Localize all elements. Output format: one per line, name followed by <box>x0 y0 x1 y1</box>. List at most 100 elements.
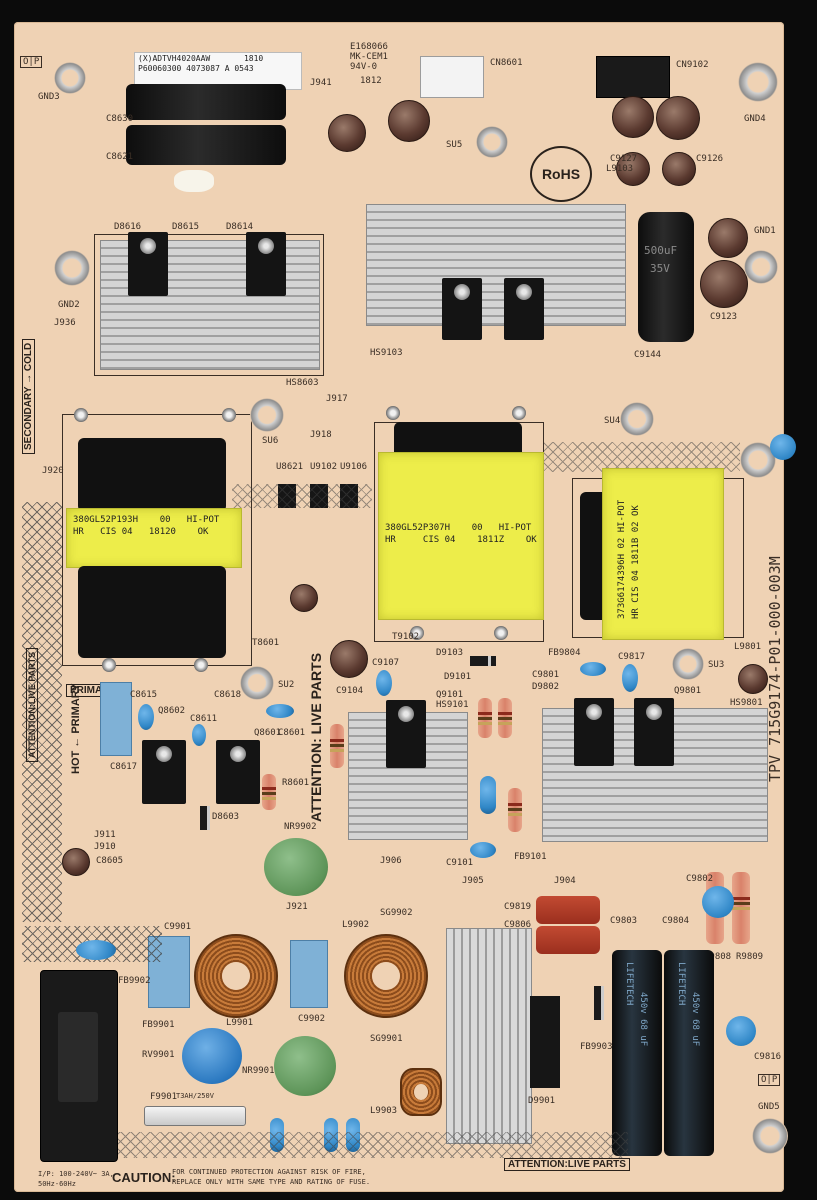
label-c9901: C9901 <box>164 922 192 932</box>
transformer-core-t8601-bottom <box>78 566 226 658</box>
ceramic-cap-c9101 <box>470 842 496 858</box>
label-t8601: T8601 <box>252 638 280 648</box>
ceramic-cap-c8601 <box>266 704 294 718</box>
bulk-cap-brand-1: LIFETECH <box>624 962 634 1006</box>
label-c9144: C9144 <box>634 350 662 360</box>
label-r8601: R8601 <box>282 778 310 788</box>
ceramic-cap-c9816 <box>726 1016 756 1046</box>
label-j904: J904 <box>554 876 576 886</box>
mount-su6 <box>250 398 284 432</box>
capacitor-c8621 <box>126 125 286 165</box>
label-c9101: C9101 <box>446 858 474 868</box>
label-r9809: R9809 <box>736 952 764 962</box>
isolation-hatch-2 <box>544 442 740 472</box>
label-su6: SU6 <box>262 436 279 446</box>
label-q8601: Q8601 <box>254 728 282 738</box>
bulk-capacitor-c9803 <box>612 950 662 1156</box>
capacitor-c9819 <box>536 896 600 924</box>
label-j917: J917 <box>326 394 348 404</box>
bulk-cap-text-2: 450v 68 uF <box>690 992 700 1047</box>
pad-t9102-3 <box>410 626 424 640</box>
transistor-d8614 <box>246 232 286 296</box>
label-hs9103: HS9103 <box>370 348 403 358</box>
capacitor-c9144 <box>638 212 694 342</box>
outline-t8601 <box>62 414 252 666</box>
label-caution-title: CAUTION: <box>112 1170 176 1185</box>
capacitor-c9123-a <box>708 218 748 258</box>
transistor-hs9103-b <box>504 278 544 340</box>
bridge-rectifier-d9901 <box>530 996 560 1088</box>
connector-cn8601[interactable] <box>420 56 484 98</box>
capacitor-small-brown <box>328 114 366 152</box>
choke-l9901 <box>194 934 278 1018</box>
label-c8615: C8615 <box>130 690 158 700</box>
isolation-hatch-left <box>22 502 62 922</box>
diode-d8603 <box>200 806 210 830</box>
label-hs8603: HS8603 <box>286 378 319 388</box>
label-r9808: R9808 <box>704 952 732 962</box>
label-l9103: L9103 <box>606 164 634 174</box>
label-t9102: T9102 <box>392 632 420 642</box>
label-c9817: C9817 <box>618 652 646 662</box>
pad-t9102-4 <box>494 626 508 640</box>
connector-cn9102[interactable] <box>596 56 670 98</box>
label-d8616: D8616 <box>114 222 142 232</box>
resistor-r8601 <box>262 774 276 810</box>
label-d9103: D9103 <box>436 648 464 658</box>
label-q8602: Q8602 <box>158 706 186 716</box>
label-c9816: C9816 <box>754 1052 782 1062</box>
label-gnd4: GND4 <box>744 114 766 124</box>
label-j918: J918 <box>310 430 332 440</box>
capacitor-c8605 <box>62 848 90 876</box>
label-l9901: L9901 <box>226 1018 254 1028</box>
resistor-r9101 <box>478 698 492 738</box>
label-c9126: C9126 <box>696 154 724 164</box>
label-sg9901: SG9901 <box>370 1034 403 1044</box>
transistor-hs9103-a <box>442 278 482 340</box>
label-input-rating-2: 50Hz-60Hz <box>38 1180 76 1188</box>
t9102-label-1: 380GL52P307H 00 HI-POT <box>385 523 532 533</box>
label-input-rating-1: I/P: 100-240V~ 3A, <box>38 1170 114 1178</box>
label-caution-text-1: FOR CONTINUED PROTECTION AGAINST RISK OF… <box>172 1168 366 1176</box>
heatsink-hs9103 <box>366 204 626 326</box>
label-j941: J941 <box>310 78 332 88</box>
label-j910: J910 <box>94 842 116 852</box>
diode-fb9903 <box>594 986 604 1020</box>
label-d8615: D8615 <box>172 222 200 232</box>
label-c9144-text-1: 500uF <box>644 244 678 257</box>
transformer-core-t8601-top <box>78 438 226 512</box>
mount-su5 <box>476 126 508 158</box>
white-residue <box>174 170 214 192</box>
mount-su4 <box>620 402 654 436</box>
label-fb9901: FB9901 <box>142 1020 175 1030</box>
label-cn8601: CN8601 <box>490 58 523 68</box>
label-secondary-cold: SECONDARY → COLD <box>22 338 35 454</box>
l9801-label-1: 373G6174396H 02 HI-POT <box>617 499 627 619</box>
transistor-hs9801-a <box>574 698 614 766</box>
mount-gnd2 <box>54 250 90 286</box>
label-d9101: D9101 <box>444 672 472 682</box>
outline-hs8603 <box>94 234 324 376</box>
label-cert-line2: MK-CEM1 <box>350 52 388 62</box>
mount-gnd3 <box>54 62 86 94</box>
resistor-left-hs9101 <box>330 724 344 768</box>
capacitor-small-2 <box>662 152 696 186</box>
ceramic-cap-c8611 <box>192 724 206 746</box>
label-c8621: C8621 <box>106 152 134 162</box>
label-fb9804: FB9804 <box>548 648 581 658</box>
transistor-d8616 <box>128 232 168 296</box>
t9102-label-2: HR CIS 04 1811Z OK <box>385 535 537 545</box>
transistor-q8601 <box>216 740 260 804</box>
pad-t9102-2 <box>512 406 526 420</box>
ceramic-cap-c9102 <box>480 776 496 814</box>
label-q9101: Q9101 <box>436 690 464 700</box>
label-su2: SU2 <box>278 680 295 690</box>
thermistor-nr9902 <box>264 838 328 896</box>
fuse-f9901 <box>144 1106 246 1126</box>
ac-connector-slot <box>58 1012 98 1102</box>
label-c9107: C9107 <box>372 658 400 668</box>
label-j911: J911 <box>94 830 116 840</box>
mount-gnd4 <box>738 62 778 102</box>
label-oip-top: O|P <box>20 56 43 68</box>
label-hs9101: HS9101 <box>436 700 469 710</box>
